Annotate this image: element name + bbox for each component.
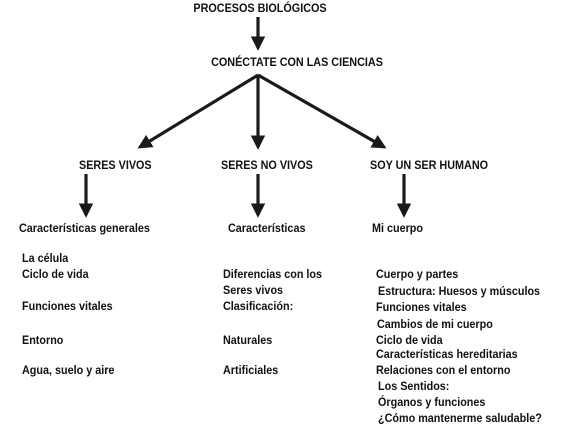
list-item: Ciclo de vida [376,333,443,347]
list-item: Órganos y funciones [378,395,486,409]
subheading-caracteristicas-generales: Características generales [19,221,150,235]
list-item: Funciones vitales [376,300,467,314]
list-item: Estructura: Huesos y músculos [378,284,541,298]
list-item: Artificiales [223,363,279,377]
list-item: La célula [22,251,69,265]
list-item: Los Sentidos: [378,379,450,393]
list-item: Seres vivos [223,283,284,297]
list-item: Cuerpo y partes [376,267,459,281]
list-item: Ciclo de vida [22,267,89,281]
branch-heading-seres-no-vivos: SERES NO VIVOS [221,158,313,172]
list-item: Cambios de mi cuerpo [377,317,493,331]
diagram-title: PROCESOS BIOLÓGICOS [193,1,327,15]
subheading-caracteristicas: Características [228,221,306,235]
list-item: Características hereditarias [376,347,518,361]
list-item: Clasificación: [223,299,294,313]
list-item: Entorno [22,333,64,347]
list-item: Funciones vitales [22,299,113,313]
list-item: Diferencias con los [223,267,323,281]
branch-heading-seres-vivos: SERES VIVOS [79,158,152,172]
list-item: Agua, suelo y aire [22,363,115,377]
list-item: ¿Cómo mantenerme saludable? [378,411,542,425]
list-item: Naturales [223,333,273,347]
branch-heading-soy-humano: SOY UN SER HUMANO [370,158,489,172]
arrow-to-soy-humano [257,73,387,149]
arrow-to-seres-vivos [137,73,259,149]
diagram-subtitle: CONÉCTATE CON LAS CIENCIAS [211,55,383,69]
subheading-mi-cuerpo: Mi cuerpo [372,221,424,235]
list-item: Relaciones con el entorno [376,363,511,377]
